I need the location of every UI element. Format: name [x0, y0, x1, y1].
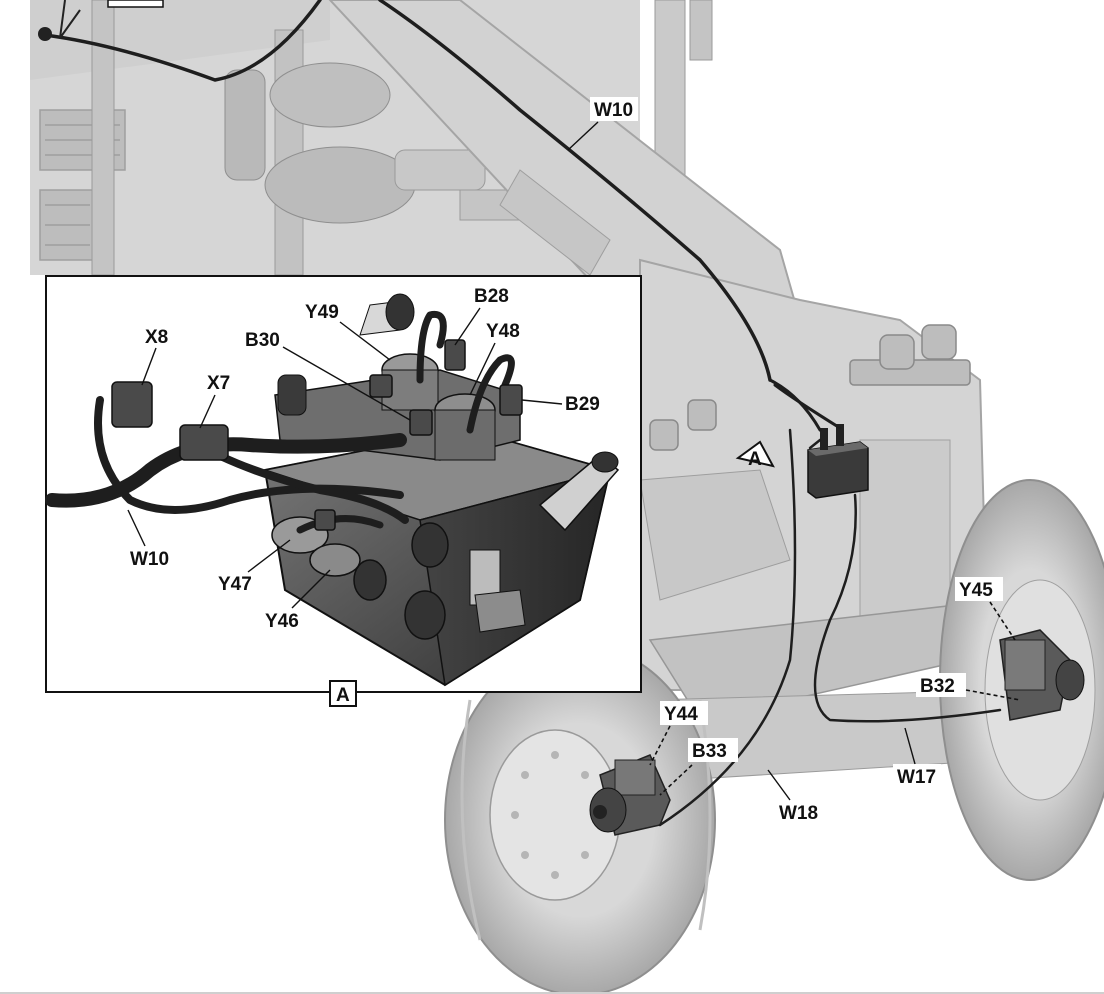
inset-label-y47: Y47 [218, 539, 291, 595]
cable-harness [38, 0, 1002, 827]
label-y45: Y45 [955, 577, 1016, 641]
inset-label-x8: X8 [141, 327, 168, 386]
machine-background [30, 0, 1104, 994]
inset-connectors [111, 339, 523, 531]
svg-text:Y48: Y48 [486, 321, 520, 342]
svg-text:W18: W18 [779, 803, 818, 824]
inset-label-y46: Y46 [265, 569, 331, 632]
inset-label-b28: B28 [454, 286, 509, 346]
svg-text:B32: B32 [920, 676, 955, 697]
svg-text:Y47: Y47 [218, 574, 252, 595]
inset-label-b30: B30 [245, 330, 411, 421]
svg-text:A: A [748, 449, 762, 470]
svg-text:B33: B33 [692, 741, 727, 762]
svg-text:B30: B30 [245, 330, 280, 351]
label-w17: W17 [893, 727, 941, 788]
valve-block-small [807, 424, 869, 499]
svg-text:Y44: Y44 [664, 704, 698, 725]
svg-text:W10: W10 [594, 100, 633, 121]
front-hub-motor [589, 754, 671, 836]
inset-label-y49: Y49 [305, 302, 391, 361]
inset-label-b29: B29 [521, 394, 600, 415]
label-w18: W18 [767, 769, 823, 824]
label-w10-main: W10 [567, 97, 638, 151]
svg-text:B29: B29 [565, 394, 600, 415]
svg-text:X7: X7 [207, 373, 230, 394]
svg-text:A: A [336, 685, 350, 706]
view-a-marker: A [735, 440, 775, 470]
svg-text:Y45: Y45 [959, 580, 993, 601]
label-y44: Y44 [649, 701, 708, 766]
inset-caption: A [329, 680, 357, 707]
label-b32: B32 [916, 673, 1021, 701]
svg-text:X8: X8 [145, 327, 168, 348]
rear-hub-motor [999, 629, 1085, 721]
svg-text:W10: W10 [130, 549, 169, 570]
inset-view-a: X8 X7 Y49 B30 B28 Y48 B29 W10 [45, 275, 642, 707]
label-box-fragment [107, 0, 164, 8]
svg-text:W17: W17 [897, 767, 936, 788]
inset-label-y48: Y48 [469, 321, 520, 396]
svg-text:Y49: Y49 [305, 302, 339, 323]
svg-text:B28: B28 [474, 286, 509, 307]
inset-label-w10: W10 [127, 509, 169, 570]
label-b33: B33 [659, 738, 738, 796]
svg-text:Y46: Y46 [265, 611, 299, 632]
inset-label-x7: X7 [199, 373, 230, 429]
